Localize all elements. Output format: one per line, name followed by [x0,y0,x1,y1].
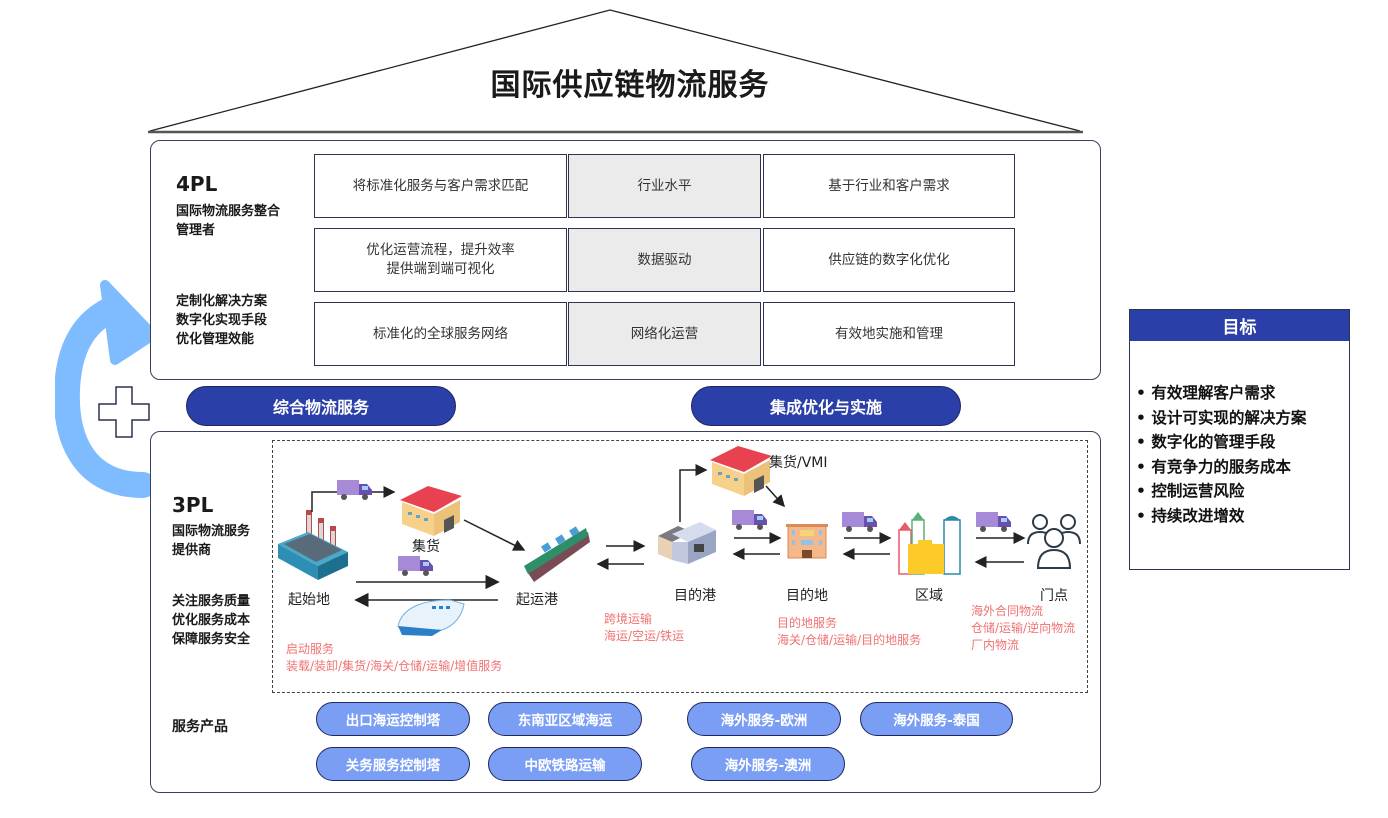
3pl-focus: 关注服务质量 优化服务成本 保障服务安全 [172,592,250,649]
4pl-level-label: 4PL [176,172,218,196]
integration-optimization-pill: 集成优化与实施 [691,386,961,426]
goals-box: 目标 有效理解客户需求 设计可实现的解决方案 数字化的管理手段 有竞争力的服务成… [1129,309,1350,570]
4pl-cell-mid: 网络化运营 [568,302,761,366]
service-line: 跨境运输 [604,612,653,626]
node-label-departure-port: 起运港 [516,592,558,608]
4pl-role: 国际物流服务整合 管理者 [176,202,280,240]
4pl-cell-line: 优化运营流程，提升效率 [366,242,515,258]
4pl-role-line: 管理者 [176,223,216,238]
product-pill[interactable]: 出口海运控制塔 [316,702,470,736]
goals-list: 有效理解客户需求 设计可实现的解决方案 数字化的管理手段 有竞争力的服务成本 控… [1130,341,1349,528]
3pl-level-label: 3PL [172,493,214,517]
service-line: 启动服务 [286,642,335,656]
4pl-cell-right: 基于行业和客户需求 [763,154,1015,218]
service-crossborder: 跨境运输 海运/空运/铁运 [604,611,684,645]
4pl-cell-right: 有效地实施和管理 [763,302,1015,366]
service-line: 目的地服务 [777,616,838,630]
goal-item: 数字化的管理手段 [1136,430,1349,455]
service-destination: 目的地服务 海关/仓储/运输/目的地服务 [777,615,921,649]
service-door: 海外合同物流 仓储/运输/逆向物流 厂内物流 [971,603,1075,654]
4pl-cell-right: 供应链的数字化优化 [763,228,1015,292]
truck-icon [732,510,767,530]
node-label-destination-port: 目的港 [674,588,716,604]
4pl-focus-line: 数字化实现手段 [176,313,268,328]
service-line: 厂内物流 [971,638,1020,652]
goal-item: 控制运营风险 [1136,479,1349,504]
products-label: 服务产品 [172,719,228,735]
flow-dashed-frame [272,440,1088,693]
flow-diagram [278,446,1081,636]
4pl-cell-line: 提供端到端可视化 [386,261,495,277]
truck-icon [337,480,372,500]
cargo-ship-icon [524,526,590,582]
integrated-logistics-pill: 综合物流服务 [186,386,456,426]
node-label-destination: 目的地 [786,588,828,604]
product-pill[interactable]: 中欧铁路运输 [488,747,642,781]
warehouse-icon [400,486,462,536]
3pl-role-line: 提供商 [172,543,212,558]
4pl-focus: 定制化解决方案 数字化实现手段 优化管理效能 [176,292,267,349]
city-buildings-icon [898,512,961,575]
3pl-focus-line: 关注服务质量 [172,594,251,609]
office-building-icon [786,524,828,559]
port-building-icon [658,522,716,564]
4pl-focus-line: 优化管理效能 [176,332,255,347]
node-label-consolidation: 集货 [412,539,440,555]
4pl-cell-left: 优化运营流程，提升效率 提供端到端可视化 [314,228,567,292]
node-label-door: 门点 [1040,588,1068,604]
goals-header: 目标 [1130,310,1349,341]
3pl-role: 国际物流服务 提供商 [172,522,250,560]
plus-icon [98,386,150,438]
node-label-vmi: 集货/VMI [769,455,828,471]
product-pill[interactable]: 海外服务-泰国 [860,702,1013,736]
truck-icon [398,556,433,576]
service-line: 装载/装卸/集货/海关/仓储/运输/增值服务 [286,659,503,673]
warehouse-icon [710,446,772,496]
3pl-focus-line: 保障服务安全 [172,632,251,647]
truck-icon [842,512,877,532]
product-pill[interactable]: 海外服务-澳洲 [691,747,845,781]
service-line: 海运/空运/铁运 [604,629,685,643]
3pl-role-line: 国际物流服务 [172,524,251,539]
service-line: 海外合同物流 [971,604,1044,618]
node-label-origin: 起始地 [288,592,330,608]
factory-icon [278,510,348,580]
4pl-cell-left: 标准化的全球服务网络 [314,302,567,366]
train-icon [397,599,465,636]
service-line: 仓储/运输/逆向物流 [971,621,1076,635]
goal-item: 持续改进增效 [1136,504,1349,529]
node-label-region: 区域 [915,588,943,604]
goal-item: 设计可实现的解决方案 [1136,406,1349,431]
people-icon [1027,514,1081,569]
curved-arrow-icon [55,280,155,498]
service-line: 海关/仓储/运输/目的地服务 [777,633,922,647]
4pl-cell-left: 将标准化服务与客户需求匹配 [314,154,567,218]
product-pill[interactable]: 关务服务控制塔 [316,747,470,781]
page-title: 国际供应链物流服务 [490,68,770,103]
3pl-focus-line: 优化服务成本 [172,613,251,628]
product-pill[interactable]: 海外服务-欧洲 [687,702,841,736]
4pl-role-line: 国际物流服务整合 [176,204,281,219]
roof-triangle [148,9,1083,134]
goal-item: 有竞争力的服务成本 [1136,455,1349,480]
goal-item: 有效理解客户需求 [1136,381,1349,406]
4pl-focus-line: 定制化解决方案 [176,294,268,309]
4pl-cell-mid: 数据驱动 [568,228,761,292]
4pl-cell-mid: 行业水平 [568,154,761,218]
product-pill[interactable]: 东南亚区域海运 [488,702,642,736]
truck-icon [976,512,1011,532]
service-origin: 启动服务 装载/装卸/集货/海关/仓储/运输/增值服务 [286,641,502,675]
